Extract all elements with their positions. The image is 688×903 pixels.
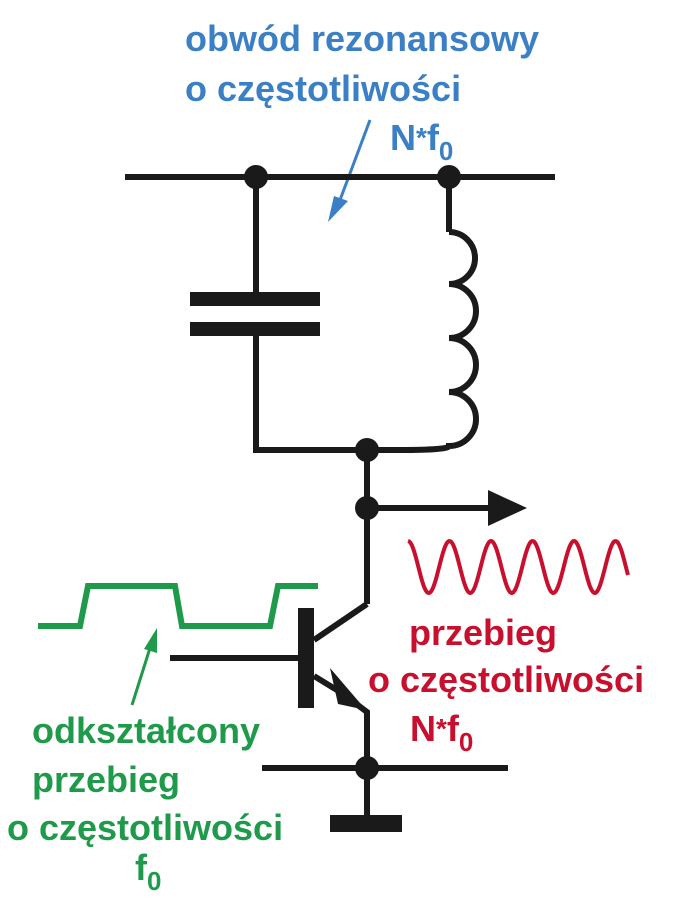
input-square-waveform — [38, 583, 318, 629]
input-label-line1: odkształcony — [32, 710, 260, 751]
resonant-pointer-arrow — [328, 119, 372, 222]
input-pointer-arrow — [130, 628, 157, 706]
emitter-wire — [353, 700, 370, 768]
input-label-line2: przebieg — [32, 759, 180, 800]
capacitor-plate-top — [190, 292, 320, 306]
resonant-circuit-label-line2: o częstotliwości — [185, 68, 461, 109]
output-frequency: N*f0 — [410, 708, 473, 757]
inductor-coil — [367, 229, 479, 453]
output-sine-waveform — [407, 538, 630, 596]
output-label-line2: o częstotliwości — [368, 659, 644, 700]
output-label-line1: przebieg — [409, 612, 557, 653]
transistor-base-bar — [298, 608, 314, 708]
capacitor-lower-lead — [253, 330, 367, 453]
output-arrow — [367, 490, 527, 526]
ground-symbol — [330, 815, 402, 832]
input-label-line3: o częstotliwości — [7, 807, 283, 848]
resonant-circuit-label-line1: obwód rezonansowy — [185, 18, 539, 59]
resonant-circuit-frequency: N*f0 — [390, 117, 453, 166]
capacitor-plate-bottom — [190, 322, 320, 336]
input-frequency: f0 — [135, 847, 161, 896]
transistor-collector-lead — [312, 601, 369, 643]
transistor-emitter-arrow — [330, 668, 366, 710]
